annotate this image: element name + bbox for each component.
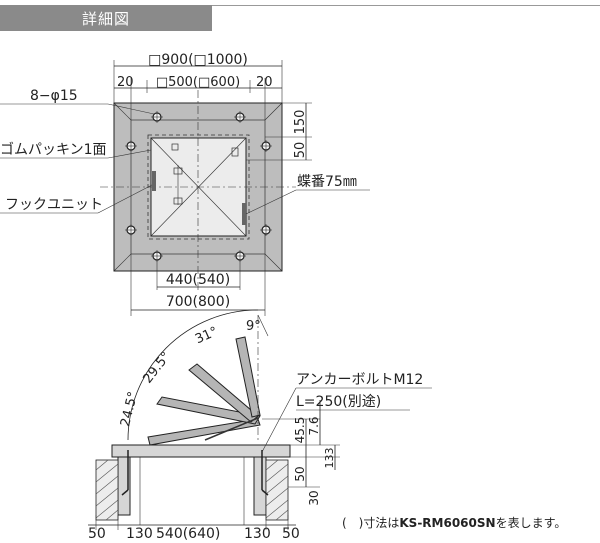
latch-block — [231, 147, 239, 157]
latch-block — [171, 143, 179, 151]
frame-leg — [253, 456, 267, 516]
latch-block — [173, 197, 183, 205]
header-rule — [212, 5, 600, 6]
latch-block — [173, 167, 183, 175]
stay-arm — [204, 417, 259, 441]
lid-position — [156, 396, 261, 425]
bottom-dim: 540(640) — [156, 526, 220, 542]
concrete-wall — [95, 459, 119, 521]
concrete-wall — [265, 459, 289, 521]
anchor-label: アンカーボルトM12 — [296, 372, 423, 388]
bevel-line — [264, 102, 283, 121]
bottom-dim: 130 — [244, 526, 271, 542]
label-hook: フックユニット — [5, 197, 103, 213]
plan-view: □900(□1000) 20 □500(□600) 20 150 50 440(… — [0, 52, 370, 316]
dim-outer: □900(□1000) — [148, 52, 248, 68]
section-view: 31° 9° 29.5° 24.5° アンカーボルトM12 L=250(別途) … — [88, 309, 432, 542]
angle-31: 31° — [193, 324, 220, 347]
dim-30: 30 — [307, 490, 321, 505]
opening-arc — [127, 309, 259, 441]
dim-45-5: 45.5 — [293, 417, 307, 444]
dim-bottom-inner: 440(540) — [166, 272, 230, 288]
note: ( )寸法はKS-RM6060SNを表します。 — [342, 516, 566, 530]
dim-133: 133 — [323, 448, 336, 469]
dim-7-6: 7.6 — [307, 416, 321, 435]
frame-top — [111, 444, 291, 458]
note-suffix: を表します。 — [496, 516, 567, 530]
lid-position — [147, 418, 261, 446]
label-holes: 8−φ15 — [30, 88, 78, 104]
bottom-dim: 50 — [282, 526, 300, 542]
dim-50-section: 50 — [293, 466, 307, 481]
note-model: KS-RM6060SN — [399, 516, 495, 530]
header-bar: 詳細図 — [0, 5, 212, 31]
dim-right-20: 20 — [256, 75, 273, 90]
bottom-dim: 50 — [88, 526, 106, 542]
hook-unit — [152, 171, 156, 191]
angle-9: 9° — [246, 319, 261, 334]
lid-position — [235, 336, 261, 418]
bevel-line — [264, 253, 283, 272]
anchor-length: L=250(別途) — [296, 393, 381, 410]
dim-150: 150 — [293, 110, 308, 135]
dim-inner: □500(□600) — [156, 75, 240, 90]
dim-50: 50 — [293, 142, 308, 159]
bottom-dim: 130 — [126, 526, 153, 542]
hinge — [242, 203, 246, 225]
bevel-line — [113, 253, 132, 272]
angle-24-5: 24.5° — [118, 390, 141, 428]
label-hinge: 蝶番75㎜ — [297, 174, 357, 190]
dim-bottom-outer: 700(800) — [166, 294, 230, 310]
label-gasket: ゴムパッキン1面 — [0, 141, 107, 158]
dim-left-20: 20 — [117, 75, 134, 90]
header-title: 詳細図 — [82, 10, 131, 28]
angle-29-5: 29.5° — [140, 349, 174, 386]
note-prefix: ( )寸法は — [342, 516, 399, 530]
